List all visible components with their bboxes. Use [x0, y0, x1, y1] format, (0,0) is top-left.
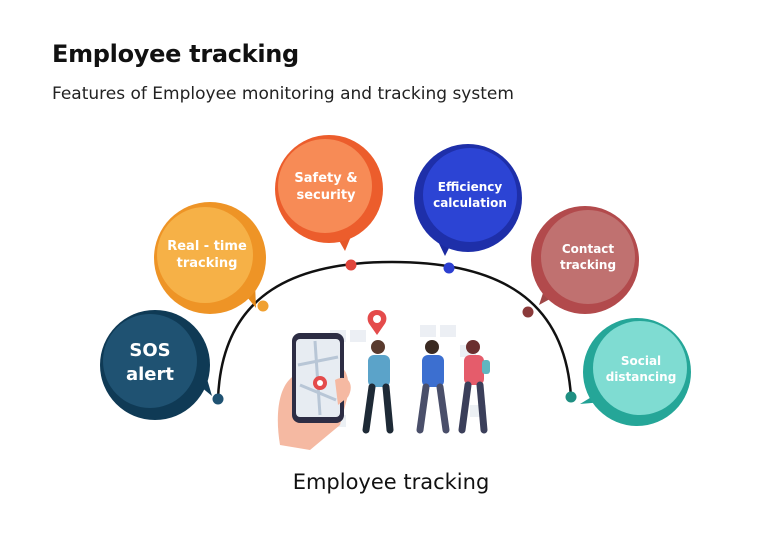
connector-arc	[216, 260, 573, 400]
dot-contact	[522, 306, 534, 318]
person-icon	[458, 340, 490, 434]
phone-icon	[292, 333, 344, 423]
bubble-contact-tracking	[531, 206, 639, 314]
dot-sos	[212, 393, 224, 405]
page-title: Employee tracking	[52, 40, 299, 68]
dot-efficiency	[443, 262, 455, 274]
bubble-sos-alert	[100, 310, 212, 420]
bubble-safety-security	[275, 135, 383, 251]
person-icon	[416, 340, 450, 434]
label-contact-tracking: Contact tracking	[559, 242, 617, 272]
label-real-time-tracking: Real - time tracking	[167, 239, 247, 271]
page-subtitle: Features of Employee monitoring and trac…	[52, 84, 514, 104]
person-icon	[362, 340, 394, 434]
label-social-distancing: Social distancing	[605, 354, 677, 384]
dot-real-time	[257, 300, 269, 312]
bubble-social-distancing	[580, 318, 691, 426]
bubble-efficiency-calculation	[414, 144, 522, 256]
label-safety-security: Safety & security	[294, 171, 358, 203]
location-pin-icon	[367, 310, 387, 335]
label-sos-alert: SOS alert	[125, 340, 174, 385]
dot-social	[565, 391, 577, 403]
employee-tracking-illustration	[277, 310, 490, 450]
dot-safety	[345, 259, 357, 271]
label-efficiency-calculation: Efficiency calculation	[433, 180, 507, 210]
center-caption: Employee tracking	[292, 470, 490, 494]
bubble-real-time-tracking	[154, 202, 266, 314]
